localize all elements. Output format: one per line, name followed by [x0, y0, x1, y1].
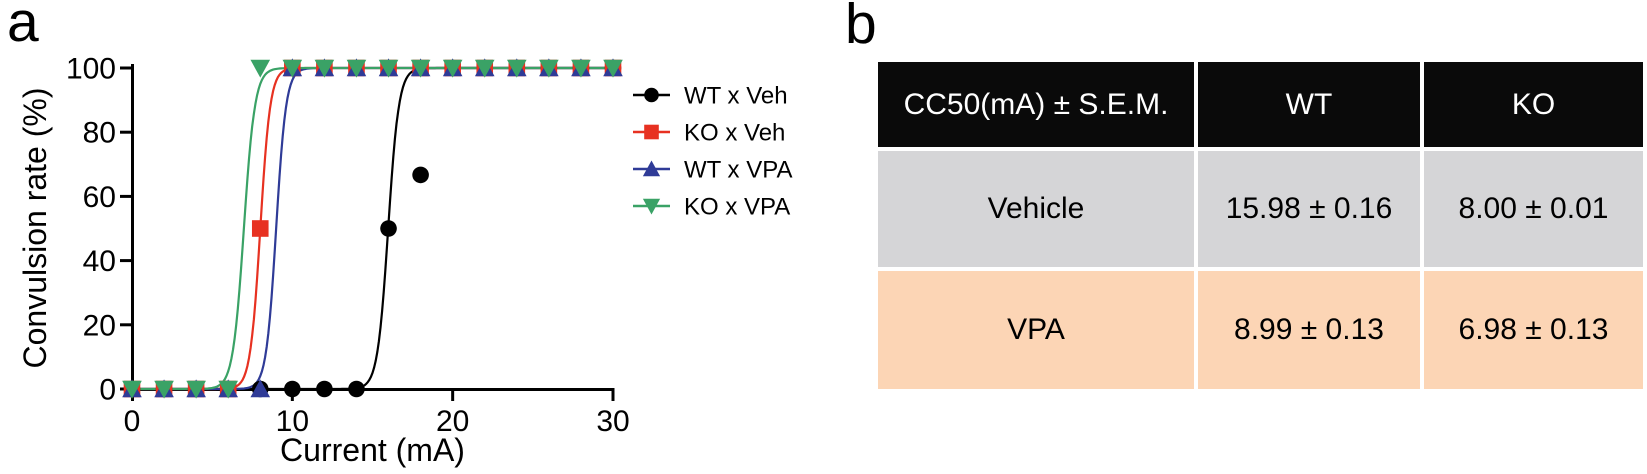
y-tick-label: 0: [99, 374, 116, 407]
table-header-metric: CC50(mA) ± S.E.M.: [878, 62, 1194, 147]
marker-ko-x-vpa: [410, 59, 431, 78]
x-tick-label: 10: [276, 405, 309, 438]
marker-wt-x-veh: [284, 380, 301, 398]
curve-wt-x-vpa: [132, 66, 613, 391]
x-tick-label: 20: [436, 405, 469, 438]
table-row-vehicle-ko-value: 8.00 ± 0.01: [1424, 151, 1643, 267]
legend-label-wt-x-veh: WT x Veh: [684, 83, 788, 110]
curve-ko-x-vpa: [132, 66, 613, 391]
curve-ko-x-veh: [132, 66, 613, 391]
marker-ko-x-vpa: [603, 59, 623, 78]
legend-label-wt-x-vpa: WT x VPA: [684, 157, 792, 184]
panel-b-label: b: [845, 0, 877, 56]
cc50-table: CC50(mA) ± S.E.M. WT KO Vehicle 15.98 ± …: [878, 62, 1643, 389]
table-header-wt: WT: [1198, 62, 1420, 147]
table-row-vehicle-label: Vehicle: [878, 151, 1194, 267]
marker-ko-x-vpa: [378, 59, 399, 78]
legend-marker-ko-x-veh: [644, 124, 659, 140]
y-axis-title: Convulsion rate (%): [17, 88, 53, 369]
marker-ko-x-vpa: [250, 59, 271, 78]
table-row-vpa-wt-value: 8.99 ± 0.13: [1198, 271, 1420, 389]
table-row-vehicle-wt-value: 15.98 ± 0.16: [1198, 151, 1420, 267]
x-tick-label: 30: [596, 405, 629, 438]
table-row-vpa-ko-value: 6.98 ± 0.13: [1424, 271, 1643, 389]
curve-wt-x-veh: [132, 66, 613, 391]
marker-wt-x-veh: [412, 166, 429, 184]
marker-ko-x-vpa: [314, 59, 335, 78]
marker-wt-x-veh: [380, 220, 397, 237]
legend-marker-wt-x-veh: [644, 87, 659, 103]
table-header-ko: KO: [1424, 62, 1643, 147]
marker-ko-x-vpa: [442, 59, 463, 78]
y-tick-label: 20: [83, 309, 116, 342]
legend-marker-wt-x-vpa: [642, 160, 661, 177]
legend-label-ko-x-vpa: KO x VPA: [684, 194, 790, 221]
marker-wt-x-vpa: [250, 379, 271, 398]
marker-ko-x-vpa: [218, 380, 238, 399]
marker-ko-x-vpa: [186, 380, 206, 399]
marker-ko-x-vpa: [507, 59, 527, 78]
marker-ko-x-vpa: [122, 380, 142, 399]
y-tick-label: 60: [83, 181, 116, 214]
marker-ko-x-vpa: [571, 59, 591, 78]
marker-ko-x-vpa: [539, 59, 559, 78]
y-tick-label: 40: [83, 245, 116, 278]
legend-label-ko-x-veh: KO x Veh: [684, 120, 785, 147]
panel-a-label: a: [7, 0, 39, 54]
marker-ko-x-vpa: [282, 59, 303, 78]
marker-ko-x-vpa: [346, 59, 367, 78]
marker-ko-x-veh: [251, 220, 269, 237]
y-tick-label: 80: [83, 117, 116, 150]
y-tick-label: 100: [66, 53, 116, 86]
table-row-vpa-label: VPA: [878, 271, 1194, 389]
legend-marker-ko-x-vpa: [642, 198, 661, 215]
marker-ko-x-vpa: [154, 380, 174, 399]
x-tick-label: 0: [124, 405, 141, 438]
marker-ko-x-vpa: [474, 59, 495, 78]
x-axis-title: Current (mA): [280, 432, 465, 468]
marker-wt-x-veh: [316, 380, 333, 398]
marker-wt-x-veh: [348, 380, 365, 398]
